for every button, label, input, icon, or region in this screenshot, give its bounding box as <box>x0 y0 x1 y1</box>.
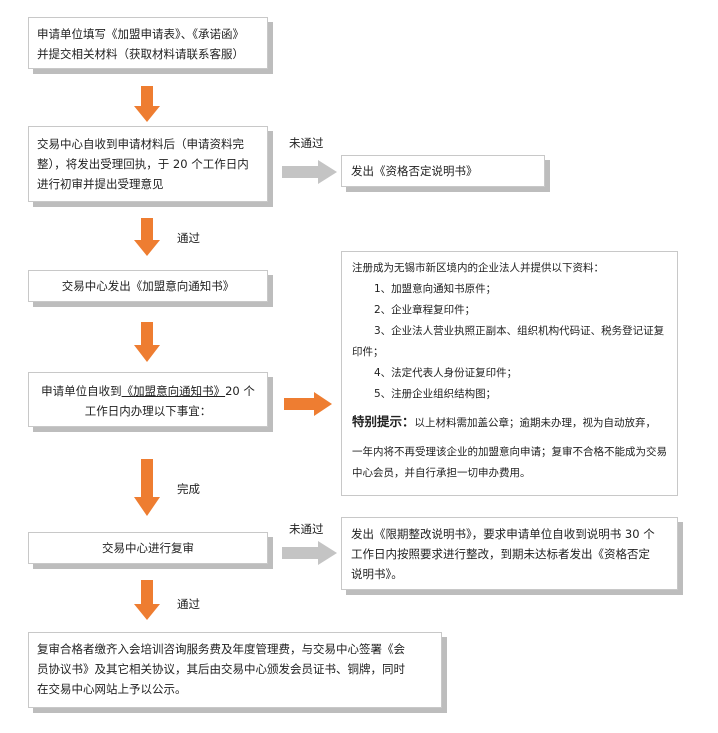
arrow-step5-to-step6 <box>134 580 160 620</box>
step2-line2: 整），将发出受理回执，于 20 个工作日内 <box>37 157 249 171</box>
arrow-step4-to-step5 <box>134 459 160 516</box>
arrow-step2-to-step3 <box>134 218 160 256</box>
requirement-item-continuation: 印件； <box>352 346 384 358</box>
step2-box: 交易中心自收到申请材料后（申请资料完 整），将发出受理回执，于 20 个工作日内… <box>28 126 268 202</box>
reject1-text: 发出《资格否定说明书》 <box>351 164 478 178</box>
arrow-step4-to-info <box>284 392 332 416</box>
step6-line1: 复审合格者缴齐入会培训咨询服务费及年度管理费，与交易中心签署《会 <box>37 642 405 656</box>
requirement-item: 4、法定代表人身份证复印件； <box>374 367 518 379</box>
special-tip-text: 以上材料需加盖公章；逾期未办理，视为自动放弃， <box>414 417 657 429</box>
step1-line2: 并提交相关材料（获取材料请联系客服） <box>37 47 244 61</box>
reject1-box: 发出《资格否定说明书》 <box>341 155 545 187</box>
arrow-step2-to-reject1 <box>282 160 337 184</box>
requirement-item: 2、企业章程复印件； <box>374 304 476 316</box>
step1-box: 申请单位填写《加盟申请表》、《承诺函》 并提交相关材料（获取材料请联系客服） <box>28 17 268 69</box>
label-not-passed-2: 未通过 <box>289 522 324 536</box>
reject2-line2: 工作日内按照要求进行整改，到期未达标者发出《资格否定 <box>351 547 650 561</box>
step4-box: 申请单位自收到《加盟意向通知书》20 个 工作日内办理以下事宜： <box>28 372 268 427</box>
special-tip-label: 特别提示： <box>352 414 415 429</box>
step3-box: 交易中心发出《加盟意向通知书》 <box>28 270 268 302</box>
requirement-item: 1、加盟意向通知书原件； <box>374 283 497 295</box>
requirement-item: 3、企业法人营业执照正副本、组织机构代码证、税务登记证复 <box>374 325 665 337</box>
tip-line2: 一年内将不再受理该企业的加盟意向申请；复审不合格不能成为交易 <box>352 446 667 458</box>
step3-text: 交易中心发出《加盟意向通知书》 <box>61 279 235 293</box>
reject2-line1: 发出《限期整改说明书》，要求申请单位自收到说明书 30 个 <box>351 527 655 541</box>
special-tip: 特别提示：以上材料需加盖公章；逾期未办理，视为自动放弃， <box>352 411 667 434</box>
arrow-step1-to-step2 <box>134 86 160 122</box>
label-not-passed-1: 未通过 <box>289 136 324 150</box>
requirements-box: 注册成为无锡市新区境内的企业法人并提供以下资料： 1、加盟意向通知书原件； 2、… <box>341 251 678 496</box>
step1-line1: 申请单位填写《加盟申请表》、《承诺函》 <box>37 27 244 41</box>
step4-line1-pre: 申请单位自收到 <box>41 384 122 398</box>
arrow-step3-to-step4 <box>134 322 160 362</box>
label-passed-2: 通过 <box>177 597 200 611</box>
notice-link[interactable]: 《加盟意向通知书》 <box>121 384 226 398</box>
step5-box: 交易中心进行复审 <box>28 532 268 564</box>
step2-line3: 进行初审并提出受理意见 <box>37 177 164 191</box>
requirement-item: 5、注册企业组织结构图； <box>374 388 497 400</box>
reject2-box: 发出《限期整改说明书》，要求申请单位自收到说明书 30 个 工作日内按照要求进行… <box>341 517 678 590</box>
step4-line2: 工作日内办理以下事宜： <box>84 404 212 418</box>
requirements-intro: 注册成为无锡市新区境内的企业法人并提供以下资料： <box>352 262 604 274</box>
reject2-line3: 说明书》。 <box>351 567 403 581</box>
step6-box: 复审合格者缴齐入会培训咨询服务费及年度管理费，与交易中心签署《会 员协议书》及其… <box>28 632 442 708</box>
step2-line1: 交易中心自收到申请材料后（申请资料完 <box>37 137 244 151</box>
label-passed-1: 通过 <box>177 231 200 245</box>
step6-line3: 在交易中心网站上予以公示。 <box>37 682 187 696</box>
step5-text: 交易中心进行复审 <box>102 541 194 555</box>
step4-line1-post: 20 个 <box>225 384 255 398</box>
tip-line3: 中心会员，并自行承担一切申办费用。 <box>352 467 531 479</box>
arrow-step5-to-reject2 <box>282 541 337 565</box>
label-done: 完成 <box>177 482 200 496</box>
step4-line1: 申请单位自收到《加盟意向通知书》20 个 <box>29 381 267 401</box>
step6-line2: 员协议书》及其它相关协议，其后由交易中心颁发会员证书、铜牌，同时 <box>37 662 405 676</box>
